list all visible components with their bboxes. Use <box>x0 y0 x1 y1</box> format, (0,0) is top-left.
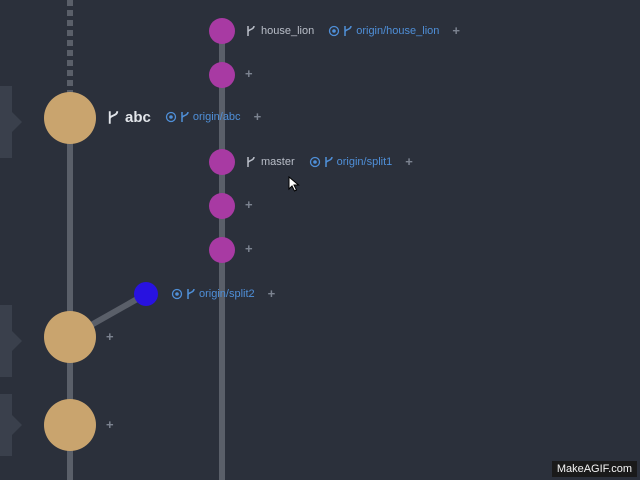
plus-icon[interactable]: + <box>106 329 114 344</box>
plus-icon[interactable]: + <box>245 66 253 81</box>
plus-icon[interactable]: + <box>405 154 413 169</box>
remote-icon <box>329 25 340 37</box>
remote-icon <box>171 288 183 300</box>
ref-label-split2: origin/split2 + <box>162 286 275 302</box>
commit-node-abc[interactable] <box>44 92 96 144</box>
cursor-arrow-icon <box>288 176 300 192</box>
remote-branch-name: origin/split2 <box>199 288 255 300</box>
remote-ref[interactable]: origin/split2 <box>171 288 255 300</box>
remote-branch-name: origin/house_lion <box>356 25 440 37</box>
plus-icon[interactable]: + <box>245 241 253 256</box>
commit-node[interactable] <box>209 193 235 219</box>
branch-icon <box>181 111 189 122</box>
plus-icon[interactable]: + <box>452 23 460 38</box>
remote-icon <box>309 156 320 168</box>
branch-icon <box>247 25 255 36</box>
branch-icon <box>344 25 352 36</box>
commit-node-house-lion[interactable] <box>209 18 235 44</box>
ref-label-master: master origin/split1 + <box>246 154 413 170</box>
plus-icon[interactable]: + <box>245 197 253 212</box>
remote-ref[interactable]: origin/abc <box>165 111 241 123</box>
remote-branch-name: origin/split1 <box>336 156 393 168</box>
branch-icon <box>108 110 119 124</box>
branch-icon <box>187 288 195 299</box>
plus-icon[interactable]: + <box>253 109 262 124</box>
commit-node[interactable] <box>44 311 96 363</box>
ref-label-house-lion: house_lion origin/house_lion + <box>246 23 460 39</box>
remote-branch-name: origin/abc <box>192 111 241 123</box>
remote-icon <box>165 111 177 123</box>
side-tab[interactable] <box>0 305 22 377</box>
commit-node[interactable] <box>209 62 235 88</box>
watermark: MakeAGIF.com <box>551 461 637 477</box>
branch-name[interactable]: house_lion <box>261 25 315 37</box>
branch-name[interactable]: abc <box>125 108 151 126</box>
branch-name[interactable]: master <box>261 156 295 168</box>
plus-icon[interactable]: + <box>106 417 114 432</box>
commit-node-master[interactable] <box>209 149 235 175</box>
ref-label-abc: abc origin/abc + <box>107 108 262 126</box>
remote-ref[interactable]: origin/house_lion <box>328 25 439 37</box>
remote-ref[interactable]: origin/split1 <box>309 156 393 168</box>
side-tab[interactable] <box>0 86 22 158</box>
side-tab[interactable] <box>0 394 22 456</box>
commit-node[interactable] <box>209 237 235 263</box>
commit-node[interactable] <box>44 399 96 451</box>
commit-node-split2[interactable] <box>134 282 158 306</box>
branch-icon <box>324 156 333 167</box>
plus-icon[interactable]: + <box>267 286 276 301</box>
branch-icon <box>247 156 255 167</box>
